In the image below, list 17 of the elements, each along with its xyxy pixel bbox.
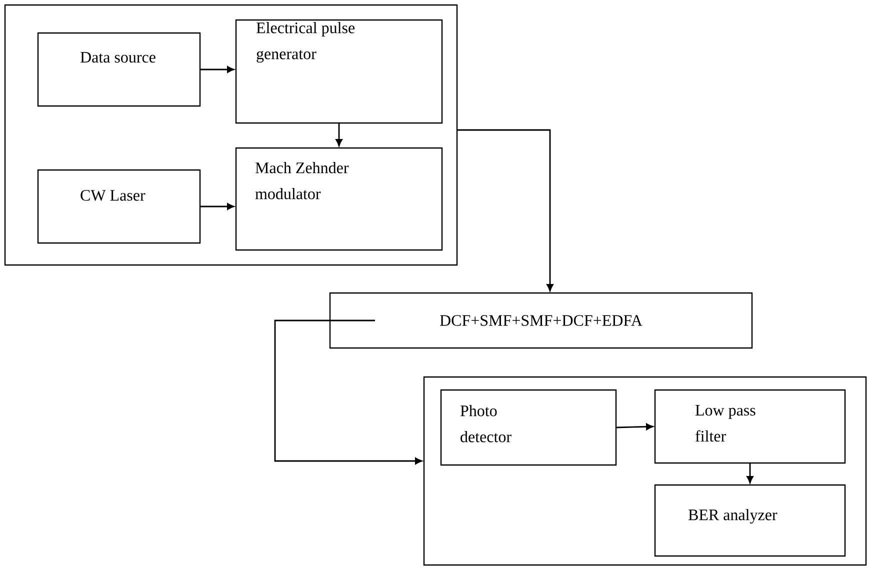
process-box: Photo detector [440,389,617,466]
arrow [616,423,654,430]
process-box: CW Laser [37,169,201,244]
process-box: Mach Zehnder modulator [235,147,443,251]
process-box: BER analyzer [654,484,846,557]
process-box: Data source [37,32,201,107]
process-box: Low pass filter [654,389,846,464]
arrow [336,123,342,146]
group-box [4,4,458,266]
arrow [457,129,554,292]
group-box [423,376,867,566]
arrow [746,463,754,484]
process-box: DCF+SMF+SMF+DCF+EDFA [329,292,753,349]
arrow [200,66,234,73]
arrow [274,320,422,464]
arrow [200,203,234,210]
process-box: Electrical pulse generator [235,19,443,124]
